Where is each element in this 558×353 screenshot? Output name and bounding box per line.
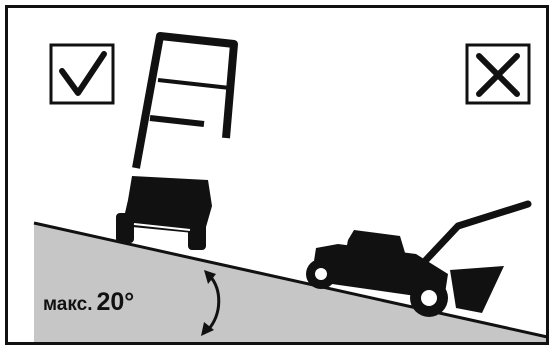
diagram-frame: макс.20° — [5, 5, 549, 345]
max-slope-value: 20° — [96, 288, 134, 316]
max-slope-label: макс.20° — [43, 290, 134, 315]
cross-icon — [467, 45, 529, 103]
max-slope-prefix: макс. — [43, 294, 92, 315]
upright-lawnmower-icon — [116, 36, 234, 250]
check-icon — [51, 45, 113, 103]
